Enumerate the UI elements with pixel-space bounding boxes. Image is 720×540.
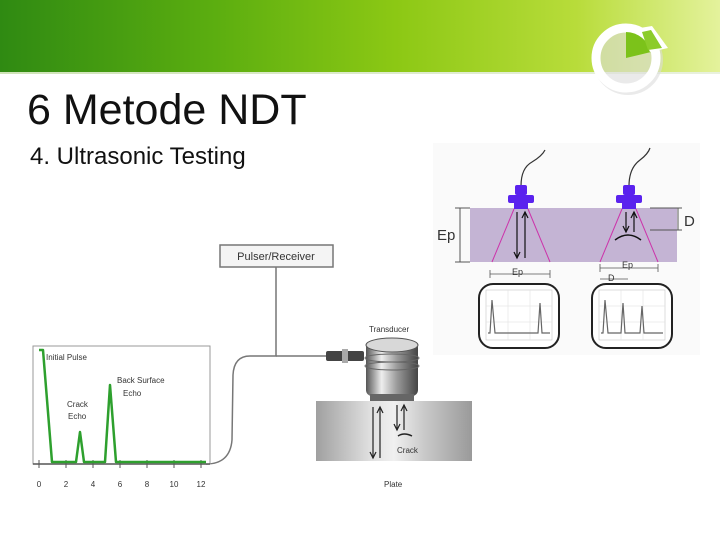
signal-cable (205, 267, 277, 465)
d-dimension-bracket (650, 207, 682, 231)
x-tick-label: 0 (37, 480, 42, 489)
x-tick-label: 12 (197, 480, 206, 489)
right-probe-cable (628, 147, 651, 187)
material-block (470, 208, 677, 262)
slide-subtitle: 4. Ultrasonic Testing (30, 143, 246, 170)
crack-echo-label: Crack (67, 400, 89, 409)
x-tick-label: 4 (91, 480, 96, 489)
x-tick-label: 6 (118, 480, 123, 489)
echo-signal-trace (39, 348, 206, 464)
bottom-dimension-marks (489, 264, 659, 280)
header-divider (0, 72, 720, 74)
plate-label: Plate (384, 480, 403, 489)
ep-left-label: Ep (512, 267, 523, 277)
reflection-arrows (513, 210, 642, 260)
ep-right-label: Ep (622, 260, 633, 270)
back-surface-echo-label: Echo (123, 389, 142, 398)
oscilloscope-screen (32, 345, 211, 465)
test-plate (316, 401, 472, 461)
beam-lines (491, 208, 659, 263)
crack-echo-echo-label: Echo (68, 412, 87, 421)
d-bottom-label: D (608, 273, 615, 283)
left-probe-cable (520, 149, 546, 187)
ep-dimension-bracket (455, 207, 470, 263)
d-side-label: D (684, 213, 695, 230)
x-tick-label: 10 (170, 480, 179, 489)
ep-side-label: Ep (437, 227, 455, 244)
transducer-label: Transducer (369, 325, 410, 334)
slide-title: 6 Metode NDT (27, 86, 307, 134)
pulser-receiver-label: Pulser/Receiver (237, 251, 315, 263)
left-mini-oscilloscope (478, 283, 560, 349)
pie-logo-icon (591, 23, 668, 95)
sound-path-arrows (369, 403, 413, 460)
right-probe (616, 185, 642, 209)
left-probe (508, 185, 534, 209)
x-tick-label: 2 (64, 480, 69, 489)
crack-label: Crack (397, 446, 419, 455)
back-surface-label: Back Surface (117, 376, 165, 385)
right-mini-oscilloscope (591, 283, 673, 349)
x-tick-label: 8 (145, 480, 150, 489)
initial-pulse-label: Initial Pulse (46, 353, 87, 362)
transducer (326, 337, 420, 402)
